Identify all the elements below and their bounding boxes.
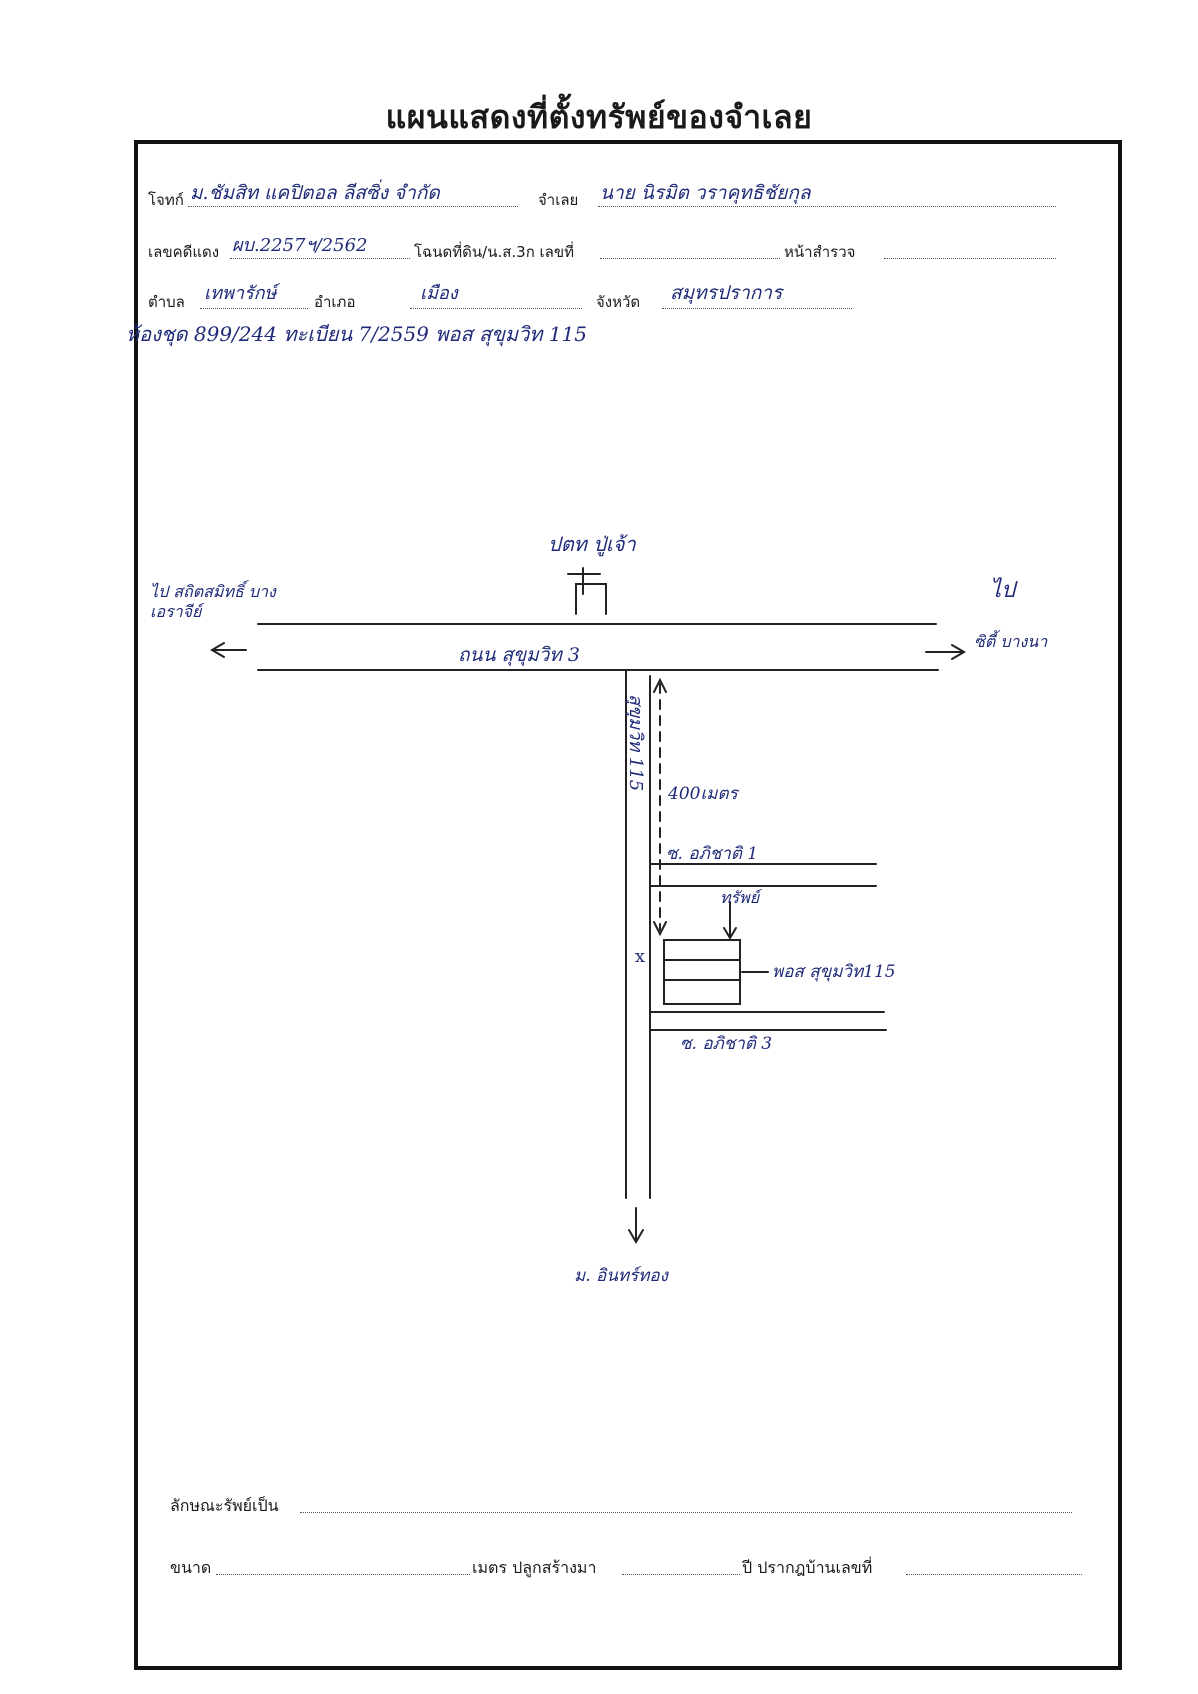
case-value: ผบ.2257ฯ/2562 [232, 235, 368, 256]
deed-dots [600, 258, 780, 259]
building-label: พอส สุขุมวิท115 [772, 962, 896, 982]
size-dots [216, 1574, 470, 1575]
distance-arrow-top [653, 677, 667, 693]
bottom-direction-label: ม. อินทร์ทอง [574, 1266, 668, 1286]
property-label: ทรัพย์ [720, 888, 760, 907]
survey-label: หน้าสำรวจ [784, 243, 856, 261]
built-dots [622, 1574, 740, 1575]
defendant-value: นาย นิรมิต วราคุทธิชัยกุล [600, 182, 811, 204]
province-value: สมุทรปราการ [670, 282, 783, 304]
defendant-dots [598, 206, 1056, 207]
defendant-label: จำเลย [538, 191, 579, 209]
size-label: ขนาด [170, 1558, 212, 1577]
plaintiff-value: ม.ชัมสิท แคปิตอล ลีสซิ่ง จำกัด [190, 182, 440, 204]
right-arrow-head [951, 644, 966, 660]
left-direction-label: ไป สถิตสมิทธิ์ บางเอราจีย์ [150, 582, 276, 621]
survey-dots [884, 258, 1056, 259]
distance-label: 400เมตร [668, 784, 738, 804]
address-note: ห้องชุด 899/244 ทะเบียน 7/2559 พอส สุขุม… [126, 322, 588, 346]
property-type-label: ลักษณะรัพย์เป็น [170, 1496, 279, 1515]
year-label: ปี ปรากฎบ้านเลขที่ [742, 1558, 873, 1577]
page-title: แผนแสดงที่ตั้งทรัพย์ของจำเลย [385, 98, 813, 136]
deed-label: โฉนดที่ดิน/น.ส.3ก เลขที่ [414, 243, 575, 261]
left-arrow-head [210, 642, 225, 658]
meter-label: เมตร ปลูกสร้างมา [472, 1558, 597, 1577]
soi-3-label: ซ. อภิชาติ 3 [680, 1034, 773, 1054]
landmark-box [575, 583, 607, 615]
property-building [663, 939, 741, 1005]
subdistrict-label: ตำบล [148, 293, 185, 311]
property-type-dots [300, 1512, 1072, 1513]
soi-1-label: ซ. อภิชาติ 1 [666, 844, 759, 864]
down-arrow-head [628, 1229, 644, 1244]
province-dots [662, 308, 852, 309]
case-label: เลขคดีแดง [148, 243, 220, 261]
side-road-label: สุขุมวิท 115 [625, 694, 646, 791]
main-road-label: ถนน สุขุมวิท 3 [458, 644, 580, 666]
plaintiff-dots [188, 206, 518, 207]
district-dots [410, 308, 582, 309]
right-arrow-label: ไป [990, 578, 1016, 603]
property-arrow-head [723, 927, 737, 940]
subdistrict-dots [200, 308, 308, 309]
distance-arrow-bottom [653, 921, 667, 937]
plaintiff-label: โจทก์ [148, 191, 184, 209]
province-label: จังหวัด [596, 293, 641, 311]
right-direction-label: ซิตี้ บางนา [974, 632, 1048, 651]
house-number-dots [906, 1574, 1082, 1575]
subdistrict-value: เทพารักษ์ [204, 283, 277, 304]
property-mark: x [635, 946, 645, 967]
case-dots [230, 258, 410, 259]
document-frame [134, 140, 1122, 1670]
top-landmark-label: ปตท ปู่เจ้า [548, 532, 636, 556]
district-label: อำเภอ [314, 293, 356, 311]
district-value: เมือง [420, 283, 458, 304]
